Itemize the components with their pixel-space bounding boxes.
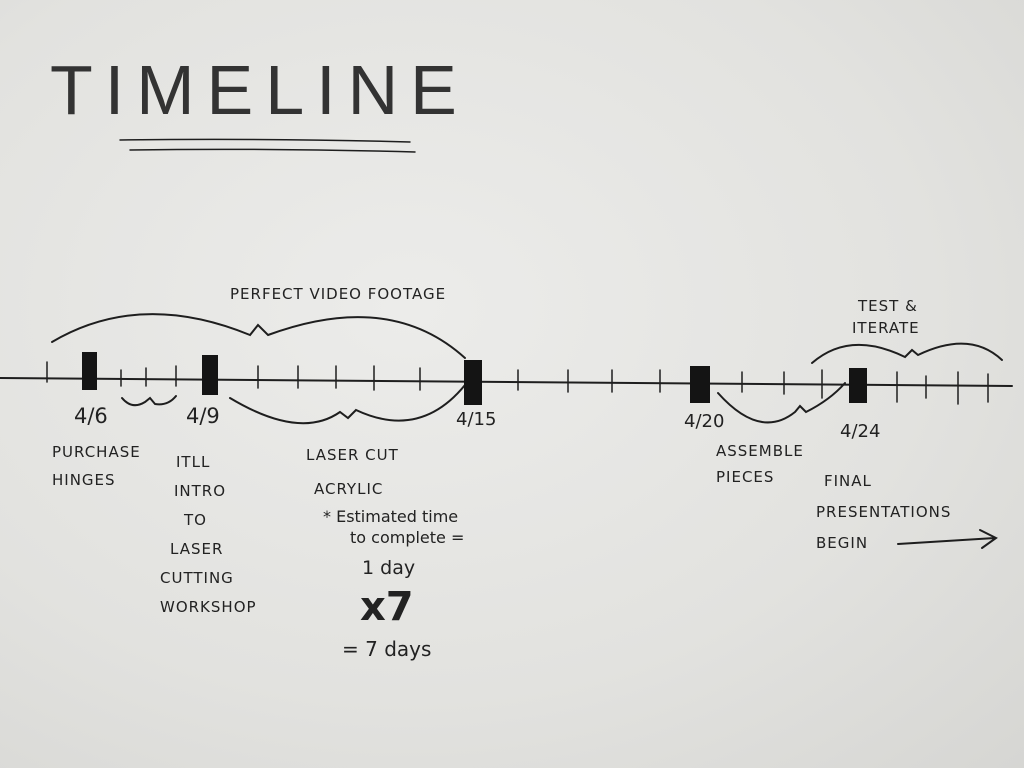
milestone-marker-4-9 xyxy=(202,355,218,395)
page-title: TIMELINE xyxy=(50,51,469,129)
milestone-markers xyxy=(82,352,867,405)
span-label-video-footage: Perfect Video Footage xyxy=(230,285,447,303)
milestone-date: 4/24 xyxy=(840,421,881,442)
label-line: Laser xyxy=(170,540,224,558)
label-line: Hinges xyxy=(52,471,116,489)
milestone-label-laser-cut: Laser Cut Acrylic xyxy=(306,438,399,506)
axis-ticks xyxy=(46,361,989,405)
milestone-label-itll-workshop: ITLL Intro To Laser Cutting Workshop xyxy=(160,448,257,622)
span-label-iterate: Iterate xyxy=(852,319,920,337)
label-line: Purchase xyxy=(52,443,141,461)
estimate-note-line3: 1 day xyxy=(362,557,416,579)
span-label-test: Test & xyxy=(858,297,918,315)
title-underline xyxy=(119,138,416,153)
label-line: Presentations xyxy=(816,503,952,521)
label-line: Workshop xyxy=(160,598,257,616)
milestone-label-final-presentations: Final Presentations Begin xyxy=(816,466,951,559)
label-line: Cutting xyxy=(160,569,234,587)
milestone-label-purchase-hinges: Purchase Hinges xyxy=(52,438,141,494)
milestone-date: 4/15 xyxy=(456,409,497,430)
milestone-date: 4/20 xyxy=(684,411,725,432)
span-brace-test-iterate xyxy=(811,342,1003,364)
label-line: ITLL xyxy=(176,453,211,471)
milestone-label-assemble: Assemble Pieces xyxy=(716,438,804,490)
span-brace-hinges xyxy=(121,395,177,407)
label-line: To xyxy=(184,511,207,529)
label-line: Pieces xyxy=(716,468,775,486)
label-line: Acrylic xyxy=(314,480,384,498)
label-line: Laser Cut xyxy=(306,446,399,464)
milestone-marker-4-20 xyxy=(690,366,710,403)
arrow-right-icon xyxy=(897,529,998,549)
estimate-note-line2: to complete = xyxy=(350,528,465,547)
estimate-multiplier: x7 xyxy=(360,584,414,630)
estimate-note-line1: * Estimated time xyxy=(323,507,459,526)
span-brace-video-footage xyxy=(51,313,466,359)
milestone-marker-4-15 xyxy=(464,360,482,405)
milestone-date: 4/9 xyxy=(186,404,220,428)
label-line: Final xyxy=(824,472,872,490)
label-line: Begin xyxy=(816,534,869,552)
label-line: Assemble xyxy=(716,442,804,460)
span-brace-laser-cut xyxy=(229,384,466,425)
label-line: Intro xyxy=(174,482,227,500)
milestone-date: 4/6 xyxy=(74,404,108,428)
estimate-total: = 7 days xyxy=(342,637,432,661)
milestone-marker-4-24 xyxy=(849,368,867,403)
span-brace-assemble xyxy=(717,382,846,424)
milestone-marker-4-6 xyxy=(82,352,97,390)
